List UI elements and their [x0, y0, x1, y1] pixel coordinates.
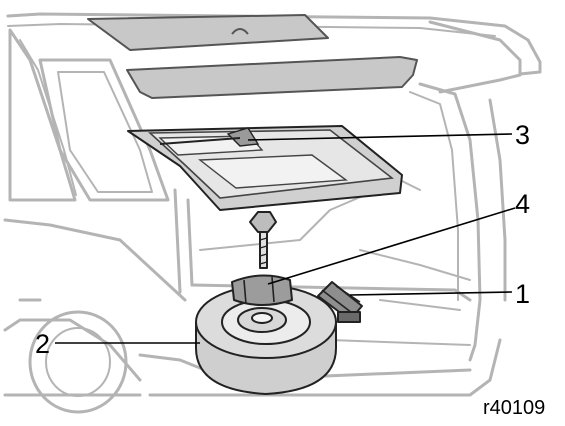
- callout-4: 4: [515, 189, 530, 219]
- lower-deck-board: [126, 56, 418, 99]
- jack: [317, 281, 363, 323]
- callout-labels: 1 2 3 4: [35, 120, 530, 359]
- callout-1: 1: [515, 279, 530, 309]
- leader-line-3: [247, 133, 513, 141]
- callout-2: 2: [35, 329, 50, 359]
- figure-code: r40109: [483, 397, 545, 419]
- wrench-bag: [231, 274, 293, 306]
- leader-lines: [55, 133, 516, 344]
- leader-line-4: [267, 207, 516, 285]
- spare-tire: [195, 285, 337, 395]
- leader-line-1: [349, 291, 513, 296]
- upper-deck-board: [87, 14, 329, 51]
- tool-tray: [127, 125, 403, 211]
- hold-down-bolt: [249, 211, 277, 269]
- callout-3: 3: [515, 120, 530, 150]
